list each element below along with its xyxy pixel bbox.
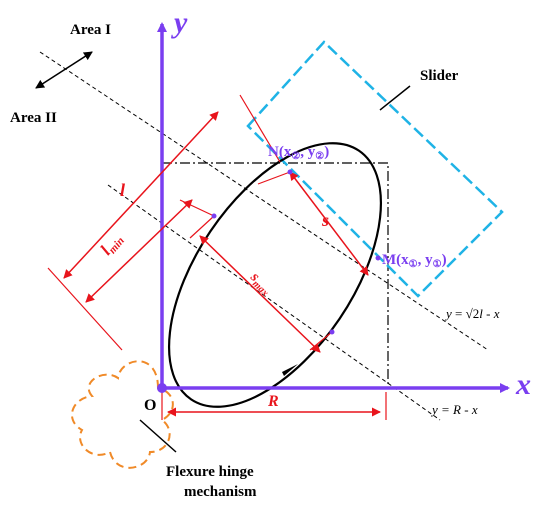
dim-s-label: s [321, 210, 329, 230]
tangent-dot-upper [211, 213, 217, 219]
area-arrow [35, 51, 93, 89]
axis-x-label: x [515, 368, 531, 401]
flexure-hinge-shape [71, 360, 174, 469]
dim-l-ext-top [239, 94, 281, 163]
eq-line-1: y = √2l - x [444, 306, 500, 321]
point-m-dot [375, 255, 381, 261]
dim-lmin-arrow [85, 199, 193, 303]
label-area-ii: Area II [10, 110, 57, 126]
dim-l-label: l [120, 180, 125, 200]
trajectory-direction-arrow [282, 364, 298, 376]
line-y-sqrt2l-minus-x [39, 51, 489, 351]
hinge-label-line1: Flexure hinge [166, 464, 254, 480]
slider-leader [379, 85, 411, 111]
hinge-leader [139, 419, 177, 453]
dim-smax-ext-top [189, 215, 215, 239]
dim-lmin-ext [179, 199, 215, 217]
dim-l-ext-bottom [47, 267, 123, 351]
origin-point [157, 383, 167, 393]
label-point-m: M(x①, y①) [382, 252, 447, 270]
hinge-label-line2: mechanism [184, 484, 257, 500]
dim-lmin-label: lmin [97, 229, 128, 260]
axis-y-label: y [171, 6, 188, 39]
point-n-dot [287, 169, 293, 175]
tangent-dot-lower [329, 329, 335, 335]
dim-smax-ext-bottom [309, 331, 333, 351]
eq-line-2: y = R - x [430, 402, 478, 417]
dim-s-ext [257, 171, 291, 185]
slider-rect [246, 40, 504, 298]
label-point-n: N(x②, y②) [268, 144, 329, 162]
dim-smax-arrow [199, 235, 321, 353]
dim-r-label: R [267, 393, 279, 410]
label-area-i: Area I [70, 22, 111, 38]
label-slider: Slider [420, 68, 459, 84]
origin-label: O [144, 397, 156, 414]
dim-s-arrow [289, 171, 369, 276]
dim-l-arrow [63, 111, 219, 279]
workspace-square [162, 162, 389, 388]
